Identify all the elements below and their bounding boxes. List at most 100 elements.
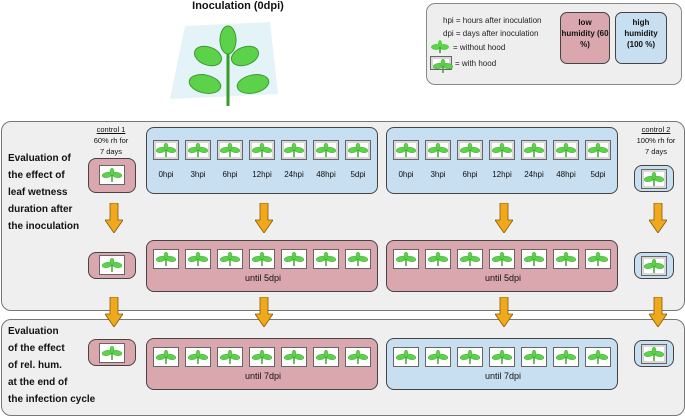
down-arrow-icon (649, 297, 667, 327)
timepoint-label: 3hpi (190, 170, 206, 179)
legend-without-hood: = without hood (453, 43, 506, 52)
plant-tile (585, 347, 611, 367)
plant-tile (521, 347, 547, 367)
plant-tile (345, 249, 371, 269)
plant-tile (641, 169, 667, 189)
plant-tile (153, 140, 179, 160)
control2-box-row1 (634, 165, 674, 192)
plant-tile (249, 140, 275, 160)
down-arrow-icon (495, 203, 513, 233)
legend-dpi: dpi = days after inoculation (443, 29, 539, 38)
legend-panel: hpi = hours after inoculation dpi = days… (426, 3, 682, 85)
timepoint-label: 48hpi (556, 170, 576, 179)
humidity-result-low: until 7dpi (146, 338, 378, 390)
plant-tile (313, 140, 339, 160)
plant-tile (313, 249, 339, 269)
wetness-result-high: until 5dpi (386, 240, 618, 292)
plant-tile (393, 249, 419, 269)
plant-tile (521, 249, 547, 269)
wetness-result-low: until 5dpi (146, 240, 378, 292)
plant-tile (185, 249, 211, 269)
timepoint-label: 0hpi (398, 170, 414, 179)
timepoint-label: 24hpi (284, 170, 304, 179)
plant-tile (425, 249, 451, 269)
plant-tile (217, 347, 243, 367)
timepoint-label: 6hpi (462, 170, 478, 179)
plant-tile (281, 249, 307, 269)
down-arrow-icon (495, 297, 513, 327)
plant-tile (585, 249, 611, 269)
legend-hpi: hpi = hours after inoculation (443, 16, 542, 25)
inoculation-plant-illustration (170, 22, 278, 106)
plant-tile (313, 347, 339, 367)
plant-tile (217, 140, 243, 160)
plant-tile (457, 249, 483, 269)
plant-tile (345, 347, 371, 367)
timepoint-label: 12hpi (252, 170, 272, 179)
plant-tile (425, 347, 451, 367)
timepoint-label: 5dpi (350, 170, 366, 179)
plant-tile (345, 140, 371, 160)
wetness-timeline-low: 0hpi 3hpi 6hpi 12hpi 24hpi 48hpi 5dpi (146, 127, 378, 194)
down-arrow-icon (255, 203, 273, 233)
timepoint-label: 0hpi (158, 170, 174, 179)
plant-tile (99, 165, 125, 185)
plant-tile (99, 255, 125, 275)
control1-box-row3 (88, 339, 136, 366)
plant-tile (489, 249, 515, 269)
plant-tile (585, 140, 611, 160)
plant-tile (521, 140, 547, 160)
plant-tile (99, 343, 125, 363)
control1-box-row2 (88, 252, 136, 279)
plant-tile (281, 347, 307, 367)
low-humidity-key: low humidity (60 %) (560, 12, 610, 64)
hood-icon (430, 56, 453, 73)
timepoint-label: 6hpi (222, 170, 238, 179)
plant-tile (393, 347, 419, 367)
down-arrow-icon (105, 203, 123, 233)
plant-tile (217, 249, 243, 269)
plant-tile (489, 140, 515, 160)
plant-icon (431, 40, 449, 53)
plant-tile (393, 140, 419, 160)
diagram-title: Inoculation (0dpi) (192, 0, 284, 12)
plant-tile (553, 249, 579, 269)
control2-box-row2 (634, 252, 674, 279)
plant-tile (249, 249, 275, 269)
plant-tile (641, 344, 667, 364)
down-arrow-icon (105, 297, 123, 327)
duration-label: until 5dpi (484, 273, 522, 283)
duration-label: until 5dpi (244, 273, 282, 283)
duration-label: until 7dpi (244, 371, 282, 381)
timepoint-label: 5dpi (590, 170, 606, 179)
plant-tile (553, 347, 579, 367)
control2-box-row3 (634, 340, 674, 367)
plant-tile (425, 140, 451, 160)
duration-label: until 7dpi (484, 371, 522, 381)
plant-tile (153, 249, 179, 269)
humidity-result-high: until 7dpi (386, 338, 618, 390)
plant-tile (457, 140, 483, 160)
timepoint-label: 3hpi (430, 170, 446, 179)
down-arrow-icon (649, 203, 667, 233)
high-humidity-key: high humidity (100 %) (615, 12, 667, 64)
legend-with-hood: = with hood (455, 59, 497, 68)
timepoint-label: 24hpi (524, 170, 544, 179)
timepoint-label: 48hpi (316, 170, 336, 179)
plant-tile (281, 140, 307, 160)
plant-tile (489, 347, 515, 367)
plant-tile (153, 347, 179, 367)
timepoint-label: 12hpi (492, 170, 512, 179)
wetness-timeline-high: 0hpi 3hpi 6hpi 12hpi 24hpi 48hpi 5dpi (386, 127, 618, 194)
control1-box-row1 (88, 158, 136, 193)
plant-tile (457, 347, 483, 367)
plant-tile (641, 256, 667, 276)
plant-tile (185, 140, 211, 160)
down-arrow-icon (255, 297, 273, 327)
plant-tile (185, 347, 211, 367)
plant-tile (553, 140, 579, 160)
